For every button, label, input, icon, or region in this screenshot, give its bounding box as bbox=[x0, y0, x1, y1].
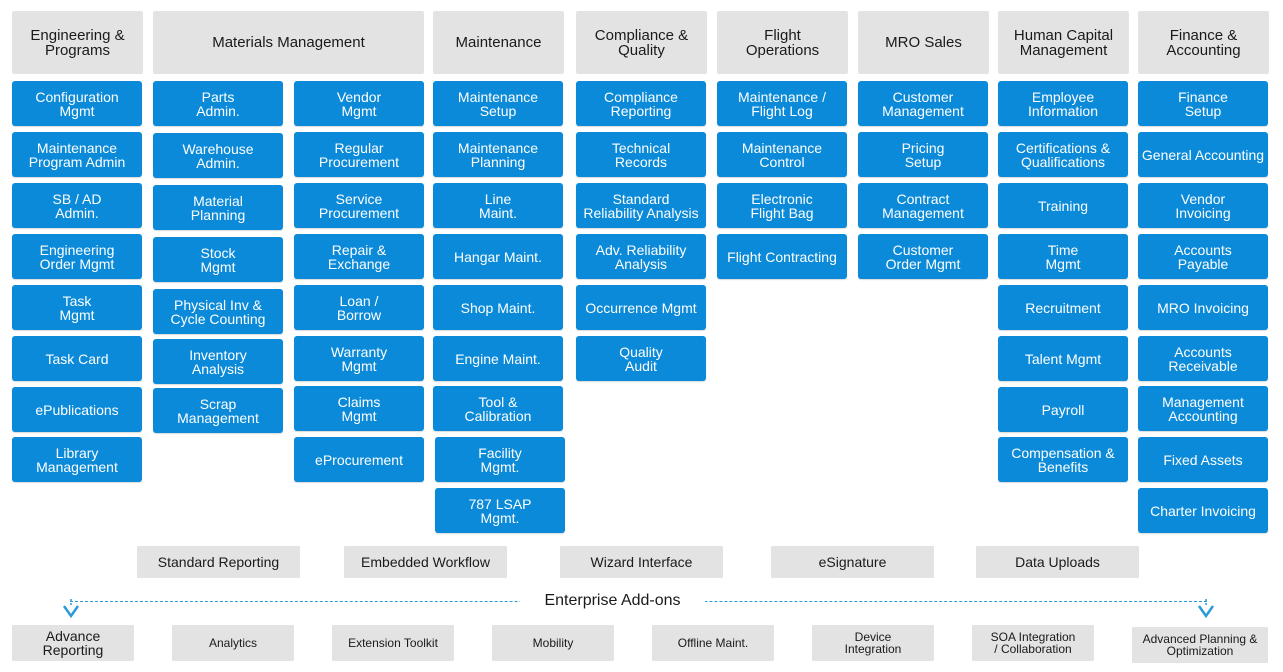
module-physical-inv-cycle-counting[interactable]: Physical Inv & Cycle Counting bbox=[153, 289, 283, 334]
addon-advanced-planning-optimization: Advanced Planning & Optimization bbox=[1132, 627, 1268, 663]
module-material-planning[interactable]: Material Planning bbox=[153, 185, 283, 230]
header-finance-accounting: Finance & Accounting bbox=[1138, 11, 1269, 74]
addon-advance-reporting: Advance Reporting bbox=[12, 625, 134, 661]
module-electronic-flight-bag[interactable]: Electronic Flight Bag bbox=[717, 183, 847, 228]
module-talent-mgmt[interactable]: Talent Mgmt bbox=[998, 336, 1128, 381]
module-epublications[interactable]: ePublications bbox=[12, 387, 142, 432]
header-human-capital-management: Human Capital Management bbox=[998, 11, 1129, 74]
module-recruitment[interactable]: Recruitment bbox=[998, 285, 1128, 330]
module-maintenance-setup[interactable]: Maintenance Setup bbox=[433, 81, 563, 126]
module-pricing-setup[interactable]: Pricing Setup bbox=[858, 132, 988, 177]
module-parts-admin[interactable]: Parts Admin. bbox=[153, 81, 283, 126]
module-configuration-mgmt[interactable]: Configuration Mgmt bbox=[12, 81, 142, 126]
module-eprocurement[interactable]: eProcurement bbox=[294, 437, 424, 482]
addon-extension-toolkit: Extension Toolkit bbox=[332, 625, 454, 661]
module-task-mgmt[interactable]: Task Mgmt bbox=[12, 285, 142, 330]
module-charter-invoicing[interactable]: Charter Invoicing bbox=[1138, 488, 1268, 533]
header-compliance-quality: Compliance & Quality bbox=[576, 11, 707, 74]
module-library-management[interactable]: Library Management bbox=[12, 437, 142, 482]
module-quality-audit[interactable]: Quality Audit bbox=[576, 336, 706, 381]
module-787-lsap-mgmt[interactable]: 787 LSAP Mgmt. bbox=[435, 488, 565, 533]
chevron-down-icon bbox=[62, 599, 80, 619]
module-scrap-management[interactable]: Scrap Management bbox=[153, 388, 283, 433]
module-customer-management[interactable]: Customer Management bbox=[858, 81, 988, 126]
module-compliance-reporting[interactable]: Compliance Reporting bbox=[576, 81, 706, 126]
module-loan-borrow[interactable]: Loan / Borrow bbox=[294, 285, 424, 330]
module-hangar-maint[interactable]: Hangar Maint. bbox=[433, 234, 563, 279]
module-payroll[interactable]: Payroll bbox=[998, 387, 1128, 432]
module-maintenance-program-admin[interactable]: Maintenance Program Admin bbox=[12, 132, 142, 177]
module-facility-mgmt[interactable]: Facility Mgmt. bbox=[435, 437, 565, 482]
feature-data-uploads: Data Uploads bbox=[976, 546, 1139, 578]
addon-offline-maint: Offline Maint. bbox=[652, 625, 774, 661]
module-accounts-payable[interactable]: Accounts Payable bbox=[1138, 234, 1268, 279]
header-mro-sales: MRO Sales bbox=[858, 11, 989, 74]
module-tool-calibration[interactable]: Tool & Calibration bbox=[433, 386, 563, 431]
module-adv-reliability-analysis[interactable]: Adv. Reliability Analysis bbox=[576, 234, 706, 279]
module-task-card[interactable]: Task Card bbox=[12, 336, 142, 381]
module-certifications-qualifications[interactable]: Certifications & Qualifications bbox=[998, 132, 1128, 177]
module-fixed-assets[interactable]: Fixed Assets bbox=[1138, 437, 1268, 482]
module-repair-exchange[interactable]: Repair & Exchange bbox=[294, 234, 424, 279]
addon-device-integration: Device Integration bbox=[812, 625, 934, 661]
module-service-procurement[interactable]: Service Procurement bbox=[294, 183, 424, 228]
module-occurrence-mgmt[interactable]: Occurrence Mgmt bbox=[576, 285, 706, 330]
header-materials-management: Materials Management bbox=[153, 11, 424, 74]
module-customer-order-mgmt[interactable]: Customer Order Mgmt bbox=[858, 234, 988, 279]
module-regular-procurement[interactable]: Regular Procurement bbox=[294, 132, 424, 177]
module-sb-ad-admin[interactable]: SB / AD Admin. bbox=[12, 183, 142, 228]
module-finance-setup[interactable]: Finance Setup bbox=[1138, 81, 1268, 126]
module-inventory-analysis[interactable]: Inventory Analysis bbox=[153, 339, 283, 384]
addon-mobility: Mobility bbox=[492, 625, 614, 661]
module-technical-records[interactable]: Technical Records bbox=[576, 132, 706, 177]
header-engineering-programs: Engineering & Programs bbox=[12, 11, 143, 74]
module-engine-maint[interactable]: Engine Maint. bbox=[433, 336, 563, 381]
header-maintenance: Maintenance bbox=[433, 11, 564, 74]
module-stock-mgmt[interactable]: Stock Mgmt bbox=[153, 237, 283, 282]
module-management-accounting[interactable]: Management Accounting bbox=[1138, 386, 1268, 431]
module-standard-reliability-analysis[interactable]: Standard Reliability Analysis bbox=[576, 183, 706, 228]
feature-standard-reporting: Standard Reporting bbox=[137, 546, 300, 578]
module-employee-information[interactable]: Employee Information bbox=[998, 81, 1128, 126]
addon-soa-integration-collaboration: SOA Integration / Collaboration bbox=[972, 625, 1094, 661]
module-vendor-mgmt[interactable]: Vendor Mgmt bbox=[294, 81, 424, 126]
chevron-down-icon bbox=[1197, 599, 1215, 619]
module-maintenance-control[interactable]: Maintenance Control bbox=[717, 132, 847, 177]
module-maintenance-flight-log[interactable]: Maintenance / Flight Log bbox=[717, 81, 847, 126]
header-flight-operations: Flight Operations bbox=[717, 11, 848, 74]
module-maintenance-planning[interactable]: Maintenance Planning bbox=[433, 132, 563, 177]
module-vendor-invoicing[interactable]: Vendor Invoicing bbox=[1138, 183, 1268, 228]
addons-title: Enterprise Add-ons bbox=[520, 589, 705, 613]
feature-wizard-interface: Wizard Interface bbox=[560, 546, 723, 578]
module-line-maint[interactable]: Line Maint. bbox=[433, 183, 563, 228]
module-compensation-benefits[interactable]: Compensation & Benefits bbox=[998, 437, 1128, 482]
module-accounts-receivable[interactable]: Accounts Receivable bbox=[1138, 336, 1268, 381]
module-training[interactable]: Training bbox=[998, 183, 1128, 228]
module-claims-mgmt[interactable]: Claims Mgmt bbox=[294, 386, 424, 431]
module-shop-maint[interactable]: Shop Maint. bbox=[433, 285, 563, 330]
feature-esignature: eSignature bbox=[771, 546, 934, 578]
module-warranty-mgmt[interactable]: Warranty Mgmt bbox=[294, 336, 424, 381]
module-flight-contracting[interactable]: Flight Contracting bbox=[717, 234, 847, 279]
feature-embedded-workflow: Embedded Workflow bbox=[344, 546, 507, 578]
module-general-accounting[interactable]: General Accounting bbox=[1138, 132, 1268, 177]
module-contract-management[interactable]: Contract Management bbox=[858, 183, 988, 228]
addon-analytics: Analytics bbox=[172, 625, 294, 661]
module-time-mgmt[interactable]: Time Mgmt bbox=[998, 234, 1128, 279]
module-mro-invoicing[interactable]: MRO Invoicing bbox=[1138, 285, 1268, 330]
module-engineering-order-mgmt[interactable]: Engineering Order Mgmt bbox=[12, 234, 142, 279]
module-warehouse-admin[interactable]: Warehouse Admin. bbox=[153, 133, 283, 178]
